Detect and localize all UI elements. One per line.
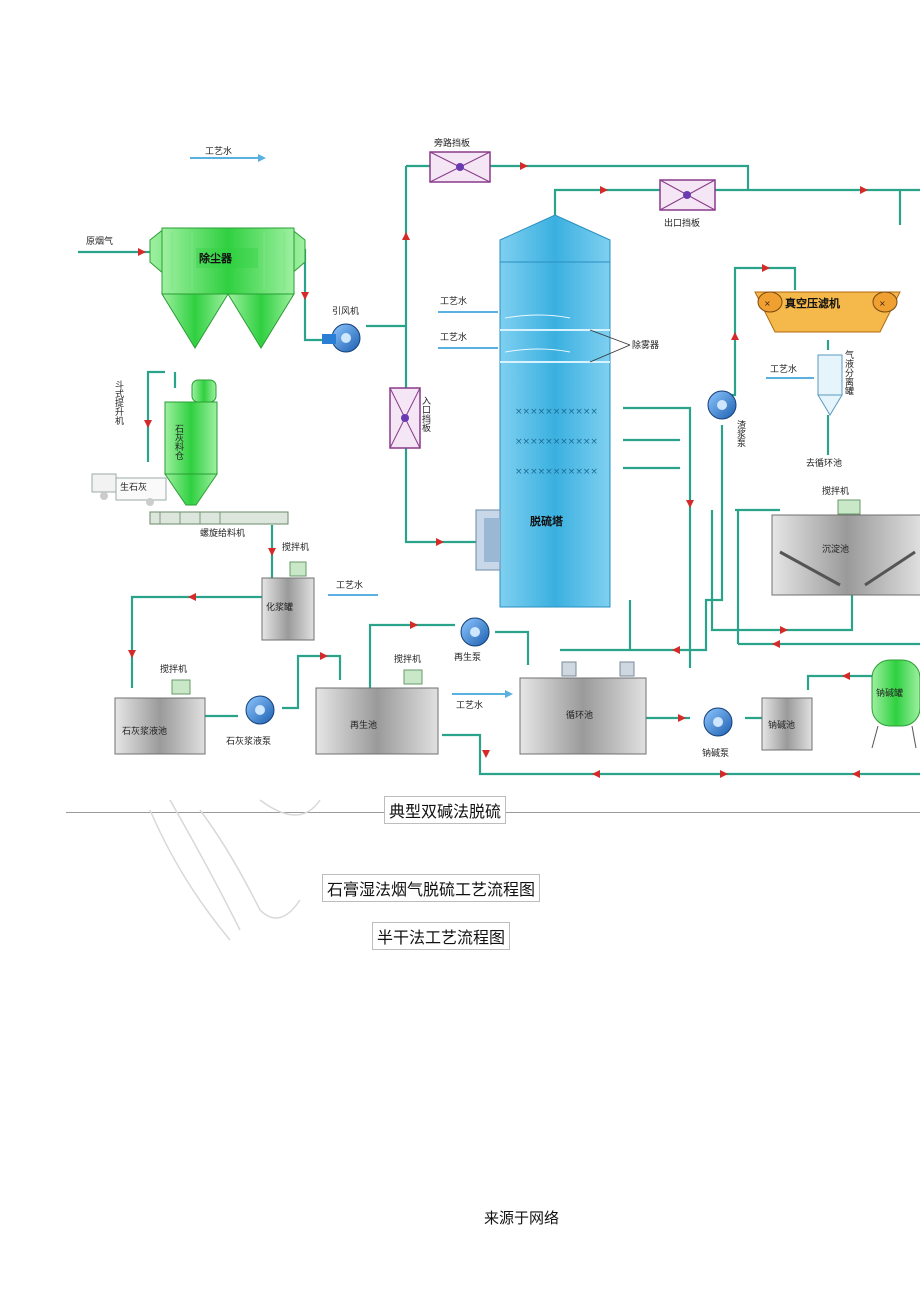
soda-vessel: 钠碱罐	[871, 659, 920, 749]
soda-tank-label: 钠碱池	[768, 719, 795, 731]
to-circulation-label: 去循环池	[806, 457, 842, 469]
bypass-damper: 旁路挡板	[429, 137, 491, 183]
slurry-pump-label: 渣浆泵	[735, 419, 746, 447]
caption-double-alkali[interactable]: 典型双碱法脱硫	[384, 796, 507, 824]
lime-silo: 石灰料仓 斗式提升机	[113, 379, 218, 506]
dust-collector-label: 除尘器	[199, 251, 233, 265]
process-water-arrows: 工艺水 工艺水 工艺水 工艺水 工艺水 工艺水	[190, 145, 814, 711]
svg-text:×: ×	[764, 299, 771, 308]
screw-feeder: 螺旋给料机	[149, 511, 289, 539]
outlet-damper-label: 出口挡板	[664, 217, 700, 229]
process-water-label-circulation: 工艺水	[456, 699, 483, 711]
absorber-label: 脱硫塔	[530, 514, 564, 528]
lime-silo-label: 石灰料仓	[173, 424, 184, 460]
bucket-elevator-label: 斗式提升机	[113, 380, 124, 426]
lime-slurry-pump-label: 石灰浆液泵	[226, 735, 271, 747]
lime-slurry-tank: 搅拌机 石灰浆液池	[114, 663, 206, 755]
process-flow-diagram: 工艺水 工艺水 工艺水 工艺水 工艺水 工艺水 原烟气 除尘器 旁路挡板	[78, 137, 920, 778]
absorber-tower: ××××××××××× ××××××××××× ××××××××××× 脱硫塔 …	[475, 214, 659, 608]
bypass-damper-label: 旁路挡板	[434, 137, 470, 149]
process-water-label-separator: 工艺水	[770, 363, 797, 375]
lime-slurry-tank-label: 石灰浆液池	[122, 725, 167, 737]
dust-collector: 除尘器	[149, 227, 306, 349]
soda-pump: 钠碱泵	[702, 707, 733, 759]
raw-flue-gas-label: 原烟气	[86, 235, 113, 247]
watermark	[149, 799, 321, 941]
svg-text:×××××××××××: ×××××××××××	[515, 437, 598, 447]
induced-fan-label: 引风机	[332, 305, 359, 317]
circulation-tank-label: 循环池	[566, 709, 593, 721]
lime-slurry-pump: 石灰浆液泵	[226, 695, 275, 747]
process-water-label-absorber-1: 工艺水	[440, 295, 467, 307]
soda-vessel-label: 钠碱罐	[876, 687, 903, 699]
outlet-damper: 出口挡板	[659, 179, 716, 229]
process-water-label-top: 工艺水	[205, 145, 232, 157]
inlet-damper-label: 入口挡板	[420, 396, 431, 433]
slaking-tank: 搅拌机 化浆罐	[261, 541, 315, 641]
quicklime-truck: 生石灰	[91, 473, 167, 506]
soda-pump-label: 钠碱泵	[702, 747, 729, 759]
induced-fan: 引风机	[322, 305, 361, 353]
regeneration-tank: 搅拌机 再生池	[315, 653, 439, 755]
regeneration-pump: 再生泵	[454, 617, 490, 663]
footer-source: 来源于网络	[484, 1209, 560, 1227]
vacuum-filter: × × 真空压滤机	[754, 291, 901, 333]
svg-text:×××××××××××: ×××××××××××	[515, 467, 598, 477]
slurry-pump: 渣浆泵	[707, 390, 746, 447]
process-water-label-slaking: 工艺水	[336, 579, 363, 591]
process-water-label-absorber-2: 工艺水	[440, 331, 467, 343]
gas-liquid-separator: 气液分离罐 去循环池	[806, 349, 854, 469]
slaking-tank-label: 化浆罐	[266, 601, 293, 613]
lime-slurry-agitator-label: 搅拌机	[160, 663, 187, 675]
settling-tank: 搅拌机 沉淀池	[771, 485, 920, 596]
settling-agitator-label: 搅拌机	[822, 485, 849, 497]
slaking-agitator-label: 搅拌机	[282, 541, 309, 553]
svg-text:×××××××××××: ×××××××××××	[515, 407, 598, 417]
settling-tank-label: 沉淀池	[822, 543, 849, 555]
flow-arrows	[128, 162, 868, 778]
regeneration-pump-label: 再生泵	[454, 651, 481, 663]
soda-tank: 钠碱池	[761, 697, 813, 751]
quicklime-label: 生石灰	[120, 481, 147, 493]
vacuum-filter-label: 真空压滤机	[785, 296, 840, 310]
caption-gypsum-wet[interactable]: 石膏湿法烟气脱硫工艺流程图	[322, 874, 541, 902]
inlet-damper: 入口挡板	[389, 387, 431, 449]
regeneration-agitator-label: 搅拌机	[394, 653, 421, 665]
regeneration-tank-label: 再生池	[350, 719, 377, 731]
demister-label: 除雾器	[632, 339, 659, 351]
caption-semi-dry[interactable]: 半干法工艺流程图	[372, 922, 511, 950]
svg-text:×: ×	[879, 299, 886, 308]
screw-feeder-label: 螺旋给料机	[200, 527, 245, 539]
separator-label: 气液分离罐	[843, 349, 854, 396]
circulation-tank: 循环池	[519, 661, 647, 755]
